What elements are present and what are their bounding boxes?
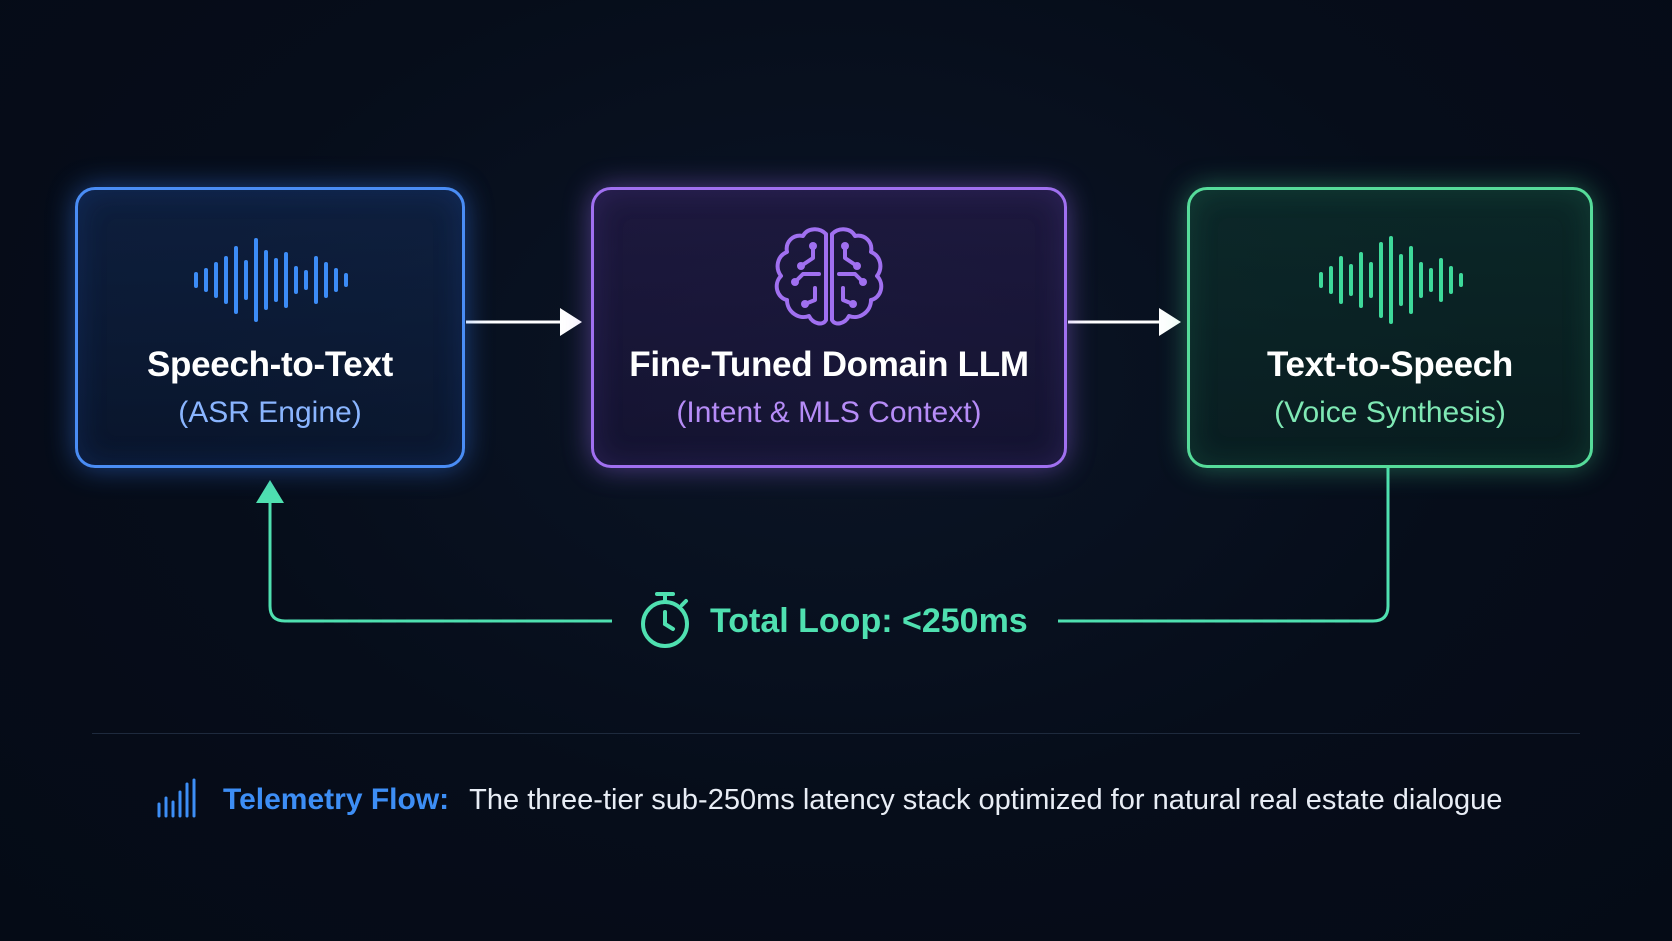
caption: Telemetry Flow: The three-tier sub-250ms…: [155, 776, 1502, 824]
stage-domain-llm: Fine-Tuned Domain LLM (Intent & MLS Cont…: [591, 187, 1067, 468]
loop-latency-label: Total Loop: <250ms: [638, 591, 1028, 651]
waveform-icon: [190, 234, 350, 331]
stage-title: Text-to-Speech: [1266, 345, 1513, 384]
waveform-icon: [1315, 234, 1465, 331]
stage-title: Speech-to-Text: [146, 345, 393, 384]
stage-subtitle: (Intent & MLS Context): [676, 396, 982, 429]
divider: [92, 733, 1580, 734]
arrow-llm-to-tts: [1068, 308, 1181, 336]
stopwatch-icon: [638, 589, 692, 654]
feedback-arrowhead: [256, 480, 284, 503]
arrow-asr-to-llm: [466, 308, 582, 336]
bar-chart-icon: [155, 778, 197, 823]
caption-text: The three-tier sub-250ms latency stack o…: [469, 783, 1503, 816]
stage-subtitle: (Voice Synthesis): [1274, 396, 1506, 429]
loop-latency-text: Total Loop: <250ms: [710, 601, 1028, 640]
stage-subtitle: (ASR Engine): [178, 396, 362, 429]
stage-text-to-speech: Text-to-Speech (Voice Synthesis): [1187, 187, 1593, 468]
brain-circuit-icon: [769, 224, 889, 337]
stage-speech-to-text: Speech-to-Text (ASR Engine): [75, 187, 465, 468]
stage-title: Fine-Tuned Domain LLM: [629, 345, 1029, 384]
caption-label: Telemetry Flow:: [223, 783, 450, 816]
